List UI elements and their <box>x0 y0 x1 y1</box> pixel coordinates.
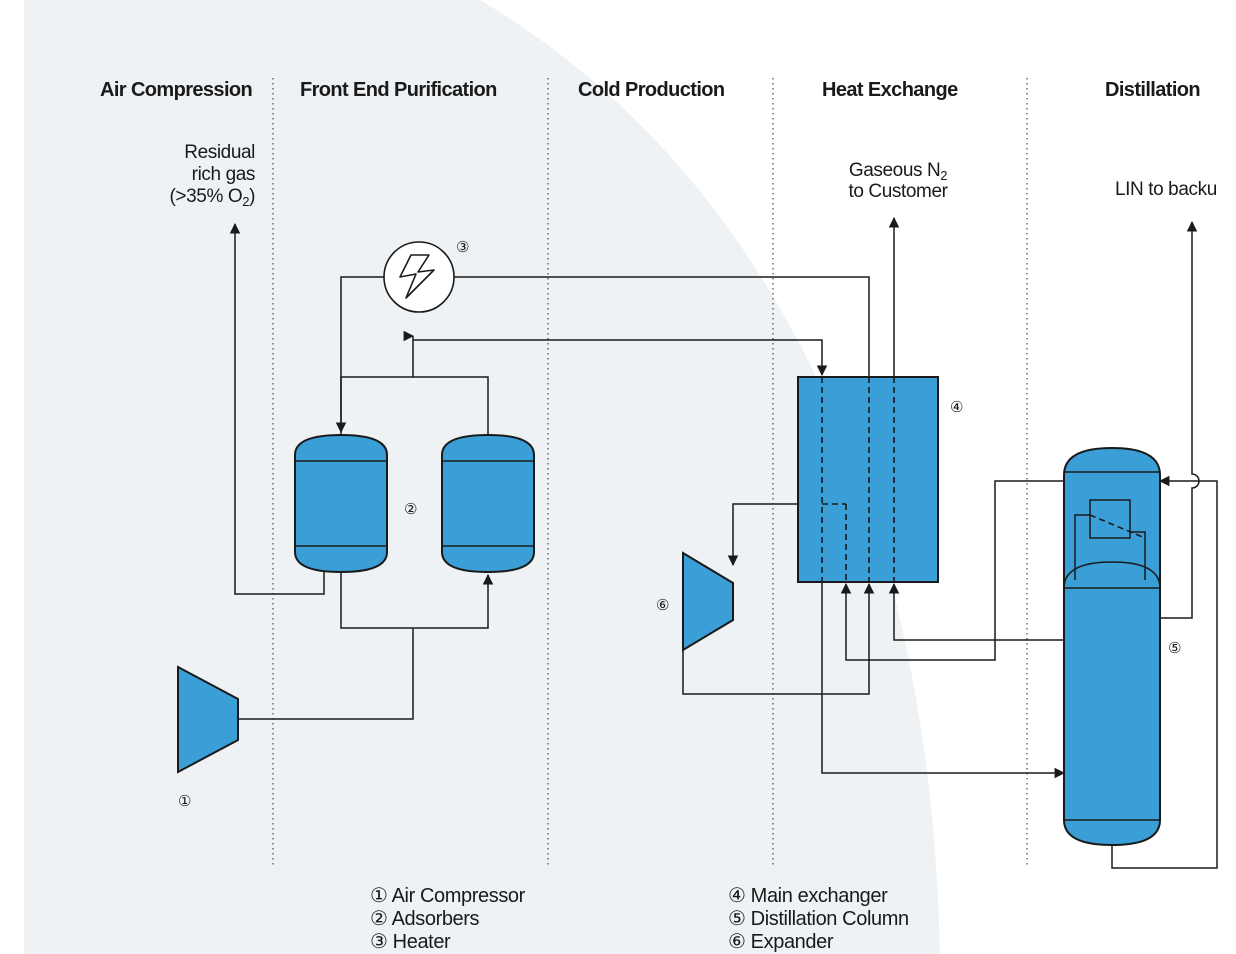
adsorber-inlet-header <box>340 572 494 629</box>
regen-gas-to-heater <box>454 276 870 377</box>
marker-1: ① <box>178 792 191 810</box>
heater-to-adsorber <box>335 276 384 434</box>
section-title-heat-exchange: Heat Exchange <box>822 79 958 101</box>
section-title-distillation: Distillation <box>1105 79 1200 101</box>
purified-air-top-line <box>413 339 828 377</box>
expander <box>682 551 734 652</box>
lightning-bolt-icon <box>399 254 435 299</box>
legend-item-heater: ③ Heater <box>370 931 451 953</box>
legend-item-air-compressor: ① Air Compressor <box>370 885 526 907</box>
condenser-box <box>1089 499 1131 539</box>
section-title-air-compression: Air Compression <box>100 79 252 101</box>
main-exchanger <box>797 376 939 583</box>
adsorber-2 <box>441 433 535 574</box>
residual-label-line3: (>35% O2) <box>170 186 256 209</box>
section-title-front-end-purification: Front End Purification <box>300 79 497 101</box>
legend-item-adsorbers: ② Adsorbers <box>370 908 480 930</box>
expander-outlet-line <box>682 582 875 695</box>
air-compressor <box>177 665 239 774</box>
column-mid-dome <box>1063 561 1161 589</box>
condenser-loop <box>1074 514 1090 580</box>
column-mid-to-exchanger <box>888 582 1064 641</box>
legend-item-distillation-column: ⑤ Distillation Column <box>728 908 909 930</box>
adsorber-1 <box>294 433 388 574</box>
air-feed-to-column <box>821 582 1066 779</box>
column-top-to-exchanger <box>840 480 1064 661</box>
residual-label-line2: rich gas <box>192 164 255 185</box>
gaseous-n2-label-line2: to Customer <box>848 181 948 202</box>
distillation-column <box>1063 446 1161 847</box>
legend-item-main-exchanger: ④ Main exchanger <box>728 885 888 907</box>
section-title-cold-production: Cold Production <box>578 79 725 101</box>
lin-backup-label: LIN to backu <box>1115 179 1217 200</box>
marker-2: ② <box>404 500 417 518</box>
marker-3: ③ <box>456 238 469 256</box>
condenser-return <box>1130 531 1146 580</box>
legend-item-expander: ⑥ Expander <box>728 931 834 953</box>
residual-label-line1: Residual <box>184 142 255 163</box>
residual-gas-line <box>229 222 325 595</box>
exchanger-to-expander <box>727 503 822 567</box>
gaseous-n2-label-line1: Gaseous N2 <box>849 160 947 183</box>
marker-4: ④ <box>950 398 963 416</box>
lin-backup-riser <box>1150 220 1200 619</box>
marker-5: ⑤ <box>1168 639 1181 657</box>
column-bottom-loop <box>1111 475 1218 869</box>
marker-6: ⑥ <box>656 596 669 614</box>
compressor-outlet-line <box>238 628 414 720</box>
